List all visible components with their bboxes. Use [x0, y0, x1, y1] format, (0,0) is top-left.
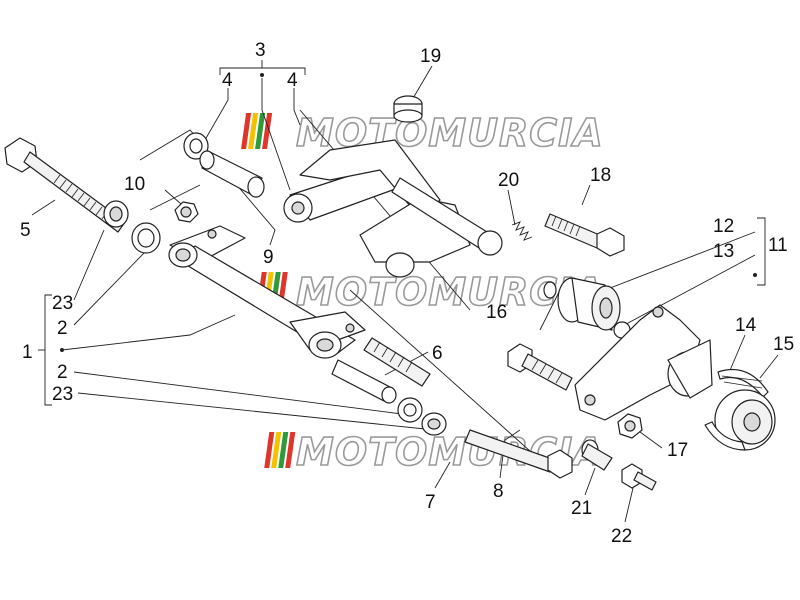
- part-bearing-2-left: [131, 222, 161, 254]
- callout-2-bottom: 2: [57, 362, 68, 383]
- callout-11: 11: [768, 235, 788, 256]
- watermark-text: MOTOMURCIA: [296, 111, 604, 155]
- leader-lines: [31, 60, 779, 523]
- callout-22: 22: [611, 526, 632, 547]
- part-bolt-18: [544, 213, 625, 257]
- callout-23-top: 23: [52, 293, 73, 314]
- part-upper-link-3: [283, 139, 503, 278]
- callout-numbers: 3 4 4 19 10 20 18 5 9 12 13 11 23 16 2 1…: [20, 40, 794, 547]
- part-bolt-8: [464, 429, 573, 479]
- callout-10: 10: [124, 174, 145, 195]
- part-bearing-lower: [397, 397, 447, 436]
- part-sleeve-7: [331, 359, 397, 404]
- callout-3: 3: [255, 40, 266, 61]
- part-fitting-21: [581, 439, 613, 471]
- part-bolt-5: [4, 137, 126, 233]
- part-sleeve-9: [199, 150, 265, 198]
- callout-4-right: 4: [287, 70, 298, 91]
- callout-6: 6: [432, 343, 443, 364]
- part-pin-6: [363, 337, 431, 387]
- callout-19: 19: [420, 46, 441, 67]
- part-nut-22: [621, 463, 657, 491]
- part-nut-10: [174, 201, 199, 223]
- callout-21: 21: [571, 498, 592, 519]
- callout-14: 14: [735, 315, 757, 336]
- part-nut-17: [617, 413, 643, 439]
- callout-2-top: 2: [57, 318, 68, 339]
- watermark-top: MOTOMURCIA: [241, 110, 604, 156]
- watermark-text: MOTOMURCIA: [296, 270, 604, 314]
- callout-1: 1: [22, 342, 33, 363]
- watermark-logo-stripes: [264, 432, 296, 468]
- part-cap-19: [393, 95, 423, 123]
- callout-18: 18: [590, 165, 611, 186]
- part-bracket-11: [574, 304, 713, 421]
- part-bolt-16: [507, 343, 573, 391]
- callout-20: 20: [498, 170, 519, 191]
- callout-17: 17: [667, 440, 688, 461]
- part-spring-20: [511, 221, 533, 241]
- part-swing-arm-1: [168, 225, 366, 359]
- callout-7: 7: [425, 492, 436, 513]
- callout-12: 12: [713, 216, 734, 237]
- watermark-logo-stripes: [241, 113, 273, 149]
- callout-16: 16: [486, 302, 507, 323]
- part-bearing-4: [183, 132, 209, 160]
- part-bushing-23-left: [103, 200, 129, 228]
- callout-9: 9: [263, 247, 274, 268]
- part-silentblock-12: [557, 277, 621, 331]
- callout-23-bottom: 23: [52, 384, 73, 405]
- callout-8: 8: [493, 481, 504, 502]
- callout-15: 15: [773, 334, 794, 355]
- callout-5: 5: [20, 220, 31, 241]
- callout-4-left: 4: [222, 70, 233, 91]
- callout-13: 13: [713, 241, 734, 262]
- part-hub-15: [704, 389, 776, 451]
